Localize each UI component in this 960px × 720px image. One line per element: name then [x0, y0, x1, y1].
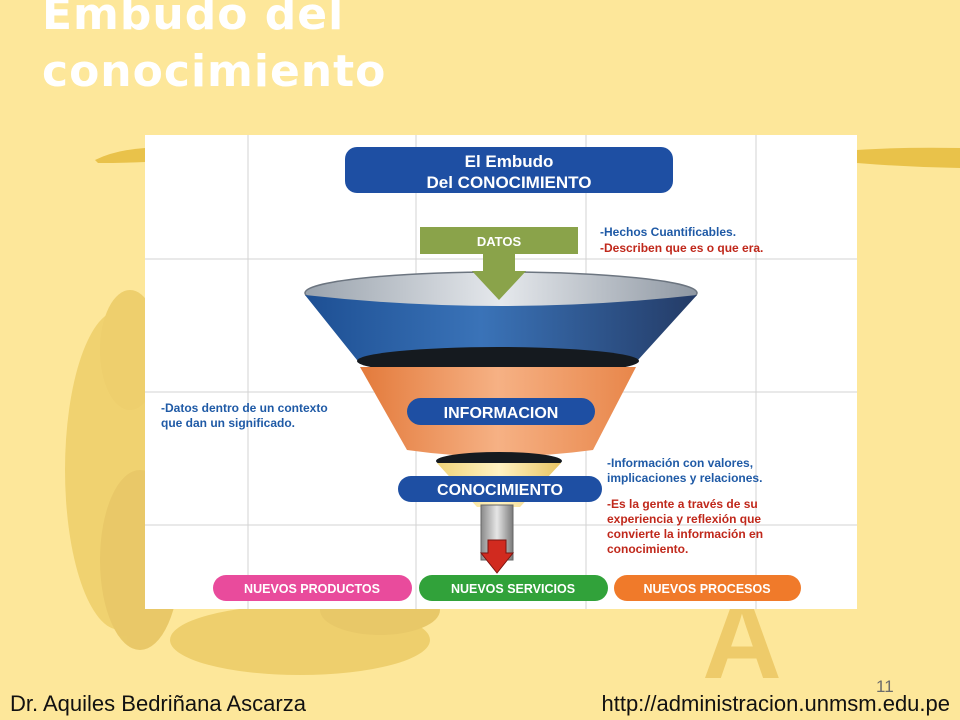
conocimiento-note2-line3: convierte la información en: [607, 527, 763, 541]
slide-title-line1: Embudo del: [42, 0, 345, 40]
knowledge-funnel-diagram: El Embudo Del CONOCIMIENTO DATOS INFORMA…: [145, 135, 857, 609]
down-arrow-icon: [472, 254, 526, 300]
output-servicios-label: NUEVOS SERVICIOS: [451, 582, 575, 596]
brush-stroke-left: [95, 148, 145, 163]
datos-input-box: [420, 227, 578, 254]
brush-stroke-right: [857, 147, 960, 168]
conocimiento-note2-line2: experiencia y reflexión que: [607, 512, 761, 526]
diagram-header-box: [345, 147, 673, 193]
conocimiento-note2-line4: conocimiento.: [607, 542, 688, 556]
footer-url: http://administracion.unmsm.edu.pe: [601, 691, 950, 716]
datos-input-label: DATOS: [477, 234, 522, 249]
conocimiento-label-pill: [398, 476, 602, 502]
output-pill-productos: [213, 575, 412, 601]
conocimiento-note2-line1: -Es la gente a través de su: [607, 497, 758, 511]
informacion-label: INFORMACION: [444, 405, 559, 422]
output-procesos-label: NUEVOS PROCESOS: [643, 582, 770, 596]
datos-note-line2: -Describen que es o que era.: [600, 241, 763, 255]
informacion-note-line1: -Datos dentro de un contexto: [161, 401, 328, 415]
footer-author: Dr. Aquiles Bedriñana Ascarza: [10, 691, 306, 716]
informacion-note-line2: que dan un significado.: [161, 416, 295, 430]
datos-note-line1: -Hechos Cuantificables.: [600, 225, 736, 239]
funnel-svg: El Embudo Del CONOCIMIENTO DATOS INFORMA…: [145, 135, 857, 609]
diagram-header-line1: El Embudo: [465, 152, 554, 171]
conocimiento-note1-line1: -Información con valores,: [607, 456, 753, 470]
output-pill-procesos: [614, 575, 801, 601]
output-arrow-icon: [479, 539, 515, 574]
funnel-top-section: [305, 295, 697, 367]
slide-title-line2: conocimiento: [42, 46, 387, 97]
output-pill-servicios: [419, 575, 608, 601]
conocimiento-label: CONOCIMIENTO: [437, 482, 563, 499]
output-productos-label: NUEVOS PRODUCTOS: [244, 582, 380, 596]
diagram-header-line2: Del CONOCIMIENTO: [427, 173, 592, 192]
slide-number: 11: [876, 677, 894, 696]
conocimiento-note1-line2: implicaciones y relaciones.: [607, 471, 762, 485]
slide-title: Embudo del conocimiento: [42, 0, 386, 100]
informacion-label-pill: [407, 398, 595, 425]
